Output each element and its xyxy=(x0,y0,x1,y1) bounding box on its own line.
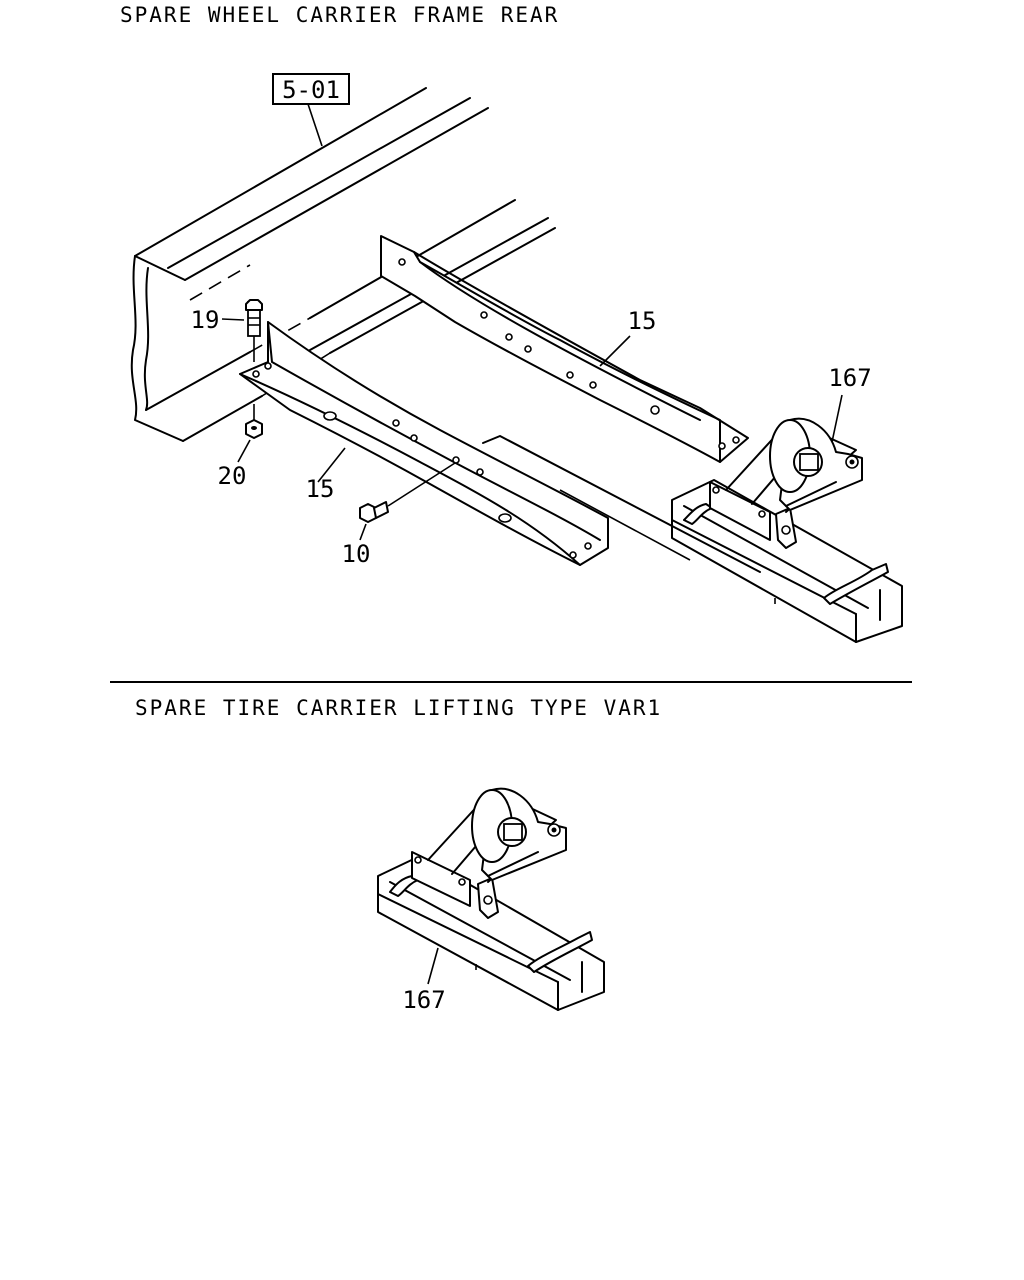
callout-167-var1: 167 xyxy=(402,986,445,1014)
callout-167: 167 xyxy=(828,364,871,392)
callout-15-upper[interactable]: 15 xyxy=(628,307,657,335)
crossmember-upper xyxy=(380,235,749,463)
callout-10: 10 xyxy=(342,540,371,568)
reference-box-label: 5-01 xyxy=(282,76,340,104)
crossmember-lower xyxy=(239,321,609,566)
carrier-assembly-1[interactable]: 167 xyxy=(671,364,903,643)
callout-15-lower[interactable]: 15 xyxy=(306,475,335,503)
callout-19: 19 xyxy=(191,306,220,334)
reference-box[interactable]: 5-01 xyxy=(272,73,350,147)
section2-title: SPARE TIRE CARRIER LIFTING TYPE VAR1 xyxy=(135,696,662,720)
nut-20[interactable]: 20 xyxy=(218,419,263,490)
carrier-assembly-2[interactable]: 167 xyxy=(377,787,605,1014)
callout-20: 20 xyxy=(218,462,247,490)
bolt-10[interactable]: 10 xyxy=(342,462,456,568)
section1-title: SPARE WHEEL CARRIER FRAME REAR xyxy=(120,3,559,27)
bolt-19[interactable]: 19 xyxy=(191,299,263,420)
